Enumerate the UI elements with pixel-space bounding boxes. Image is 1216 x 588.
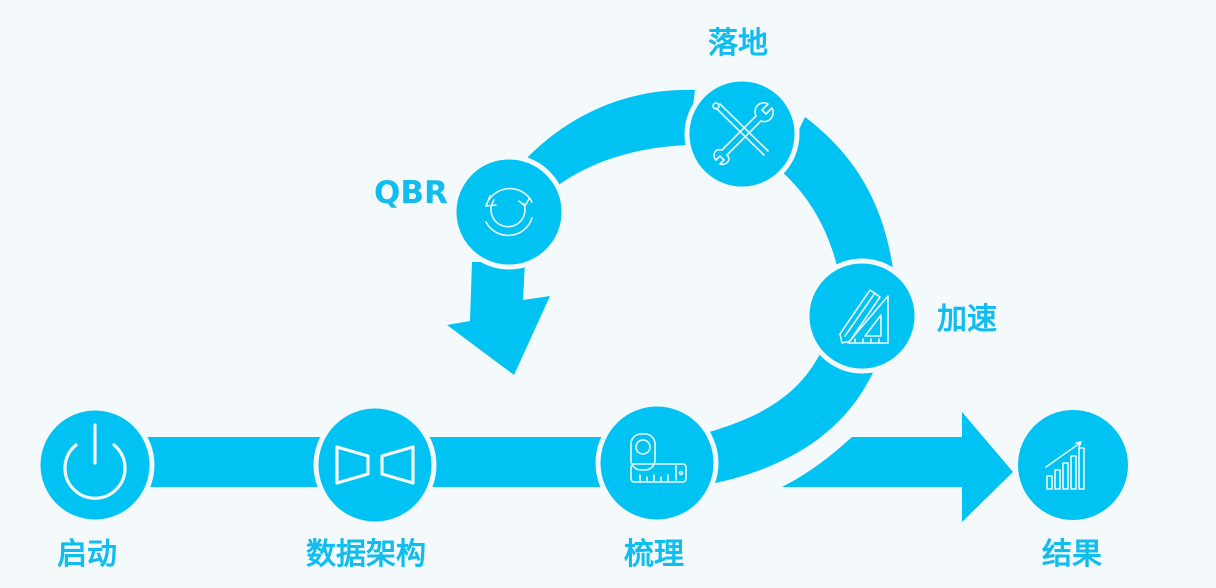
- label-accelerate: 加速: [937, 302, 997, 337]
- loop-band-accelerate-to-implement: [780, 117, 895, 290]
- node-start[interactable]: [35, 405, 155, 525]
- node-implement[interactable]: [684, 76, 800, 192]
- qbr-return-arrow: [447, 262, 550, 375]
- loop-band-review-to-accelerate: [690, 350, 876, 486]
- bowtie-icon: [335, 445, 415, 485]
- result-arrow: [782, 412, 1013, 522]
- node-accelerate[interactable]: [804, 258, 920, 374]
- node-data-architecture[interactable]: [313, 403, 437, 527]
- tape-measure-icon: [630, 433, 687, 483]
- node-qbr[interactable]: [451, 154, 567, 270]
- label-review: 梳理: [624, 537, 684, 572]
- pencil-ruler-icon: [839, 289, 889, 344]
- wrench-screwdriver-icon: [712, 101, 775, 166]
- power-icon: [63, 423, 127, 500]
- loop-band-implement-to-qbr: [522, 89, 695, 205]
- label-implement: 落地: [708, 26, 768, 61]
- label-qbr: QBR: [374, 175, 448, 211]
- node-review[interactable]: [595, 401, 719, 525]
- label-result: 结果: [1042, 537, 1102, 572]
- refresh-cycle-icon: [485, 187, 533, 237]
- label-start: 启动: [57, 537, 117, 572]
- node-result[interactable]: [1018, 410, 1128, 520]
- growth-chart-icon: [1045, 441, 1085, 490]
- label-data-architecture: 数据架构: [306, 537, 426, 572]
